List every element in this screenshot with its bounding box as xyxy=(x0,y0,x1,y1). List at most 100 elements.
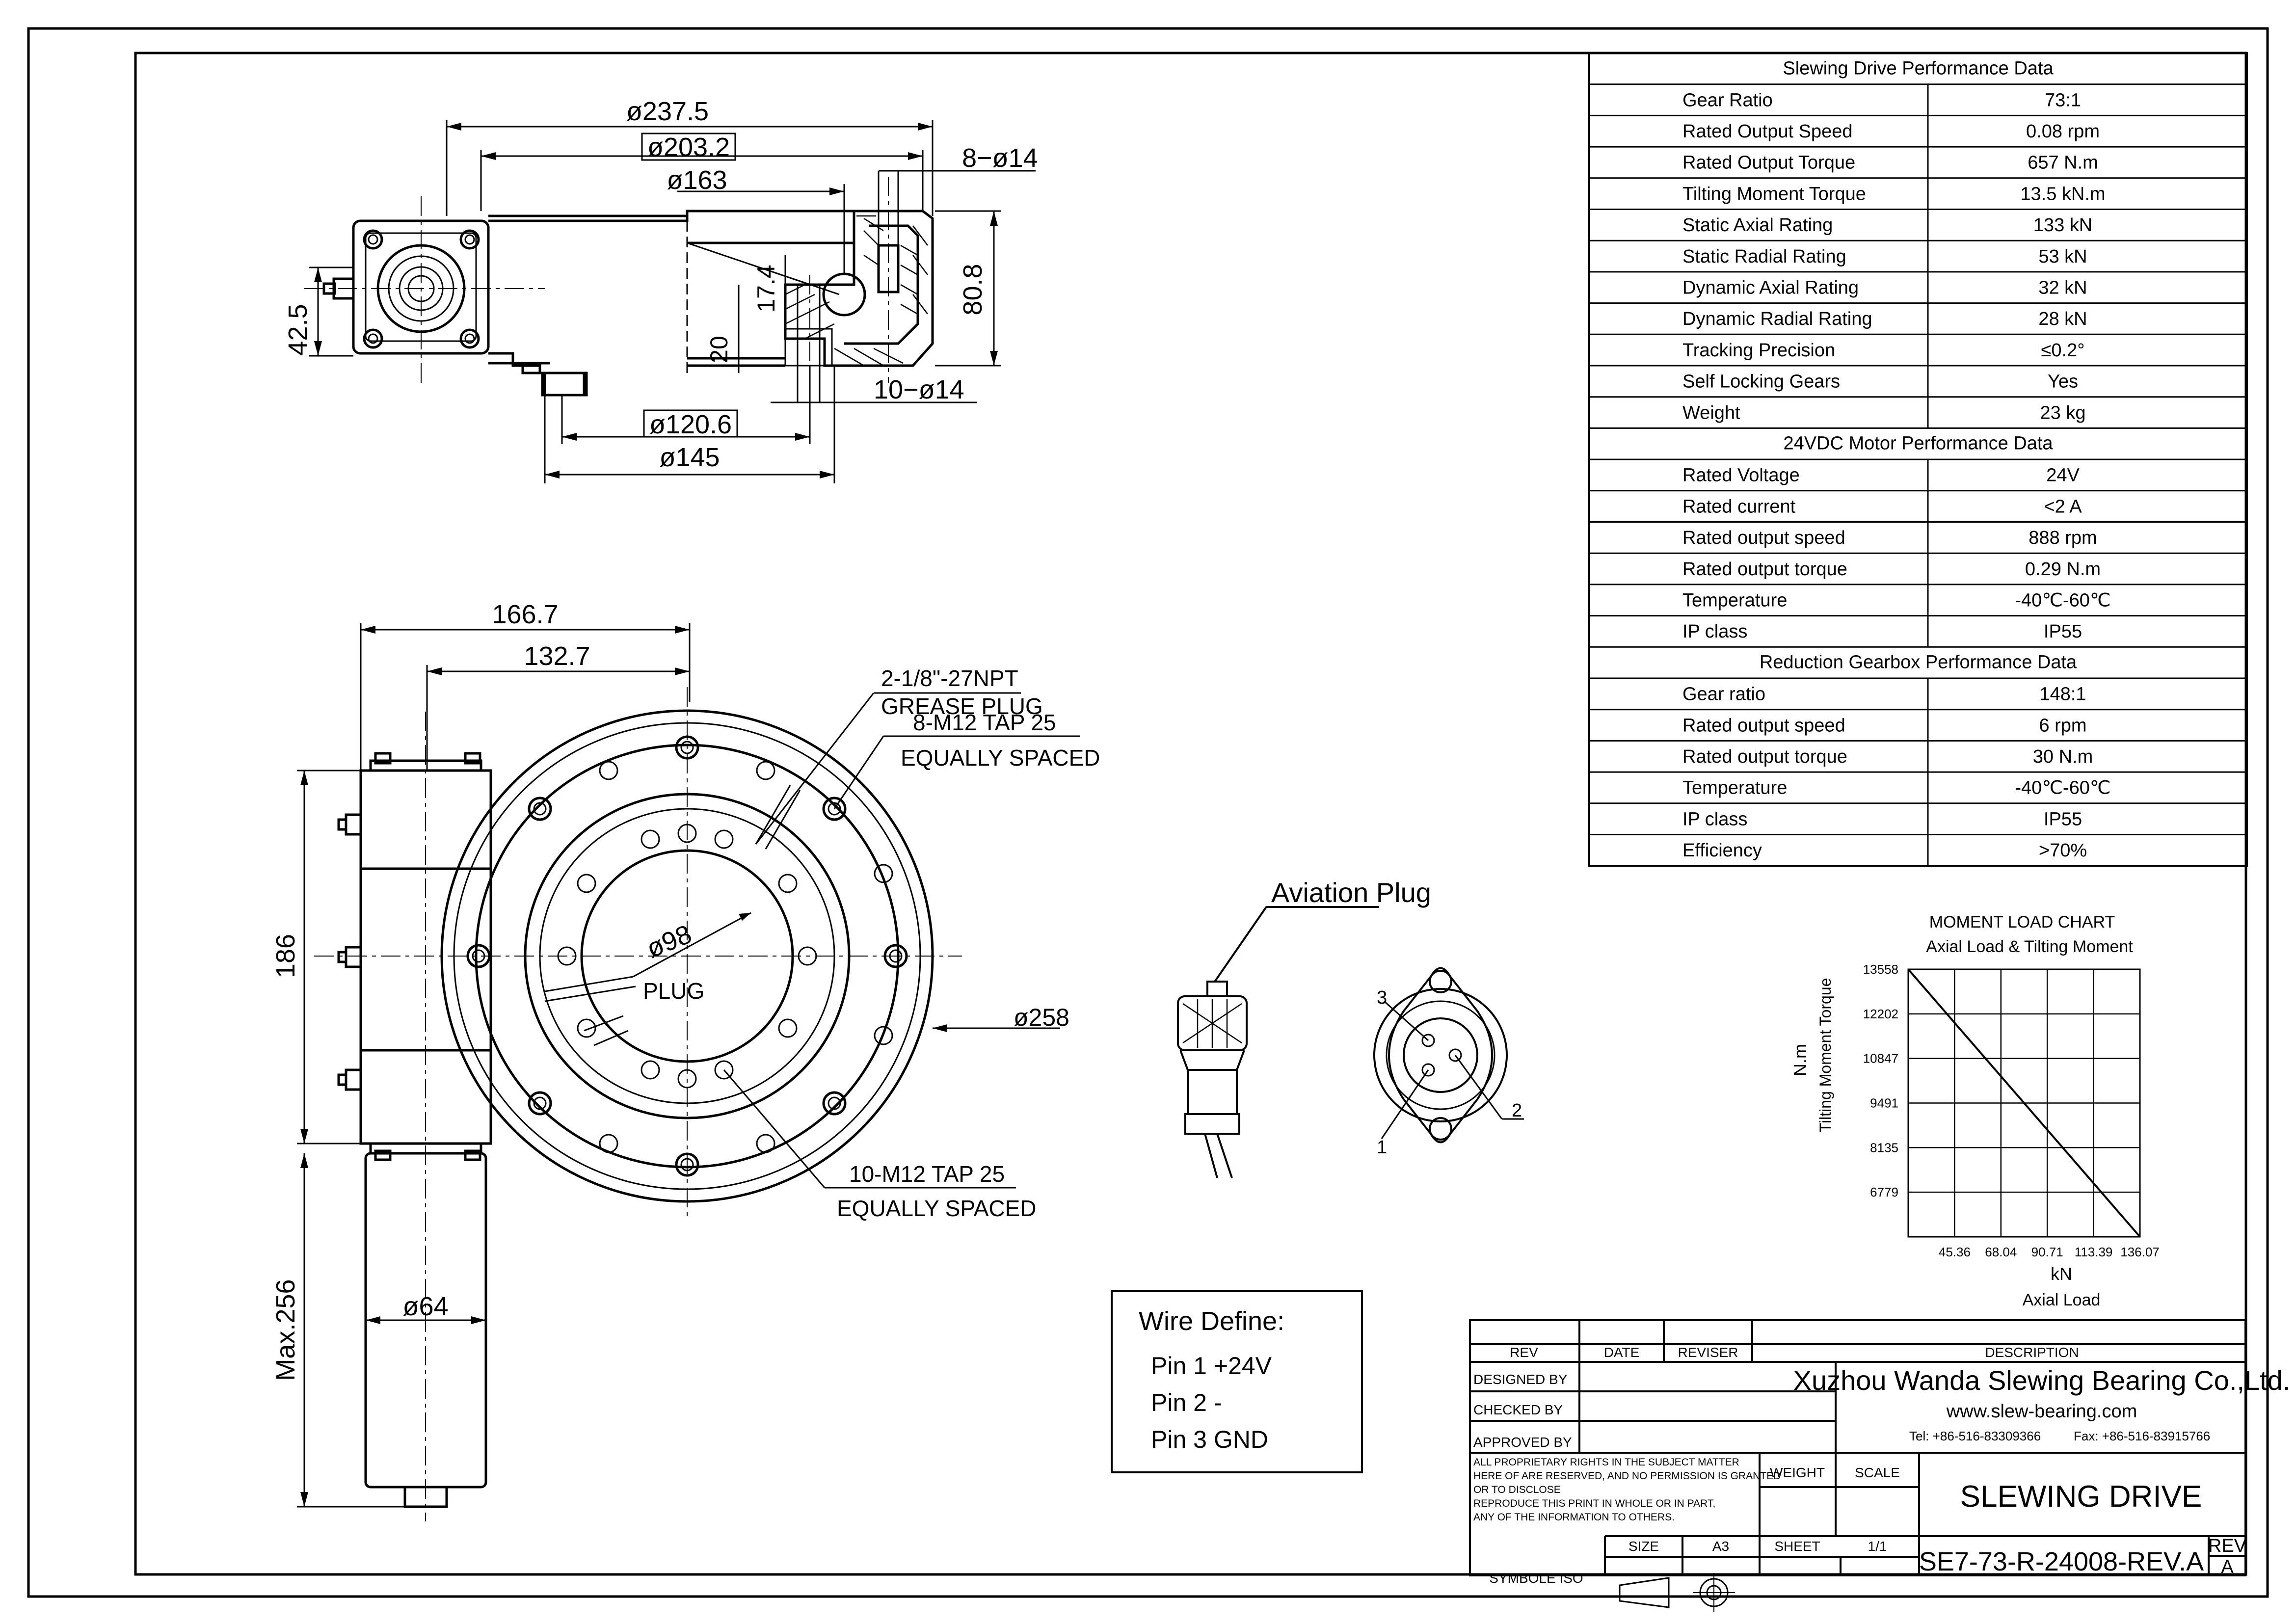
table-row-label: Weight xyxy=(1682,402,1740,423)
tb-checked: CHECKED BY xyxy=(1473,1402,1563,1417)
front-dimension-labels: 166.7 132.7 186 Max.256 ø64 ø98 ø258 PLU… xyxy=(271,600,1100,1381)
tb-size-label: SIZE xyxy=(1629,1539,1659,1554)
dim-d203: ø203.2 xyxy=(647,133,730,162)
dim-hmax: Max.256 xyxy=(271,1279,300,1381)
moment-load-chart: MOMENT LOAD CHART Axial Load & Tilting M… xyxy=(1790,913,2160,1309)
table-row-value: 73:1 xyxy=(2045,90,2081,110)
table-row-label: Rated Voltage xyxy=(1682,465,1800,486)
note-8tap-2: EQUALLY SPACED xyxy=(901,745,1100,771)
chart-x-tick: 90.71 xyxy=(2031,1245,2063,1259)
table-row-label: Rated output torque xyxy=(1682,559,1847,580)
dim-d163: ø163 xyxy=(667,165,727,195)
table-row-value: IP55 xyxy=(2044,621,2082,642)
outer-border xyxy=(27,27,2269,1598)
table-row-value: 24V xyxy=(2046,465,2080,486)
aviation-plug: Aviation Plug 3 2 1 xyxy=(1177,877,1524,1178)
side-view xyxy=(304,177,934,407)
chart-y-tick: 9491 xyxy=(1870,1095,1898,1110)
front-view xyxy=(314,687,962,1521)
table-row-label: Rated Output Torque xyxy=(1682,153,1855,173)
table-row-value: -40℃-60℃ xyxy=(2015,590,2110,611)
table-section-title: Slewing Drive Performance Data xyxy=(1783,58,2054,79)
table-row-value: 888 rpm xyxy=(2029,528,2097,548)
table-row-value: Yes xyxy=(2048,372,2078,392)
chart-x-tick: 45.36 xyxy=(1939,1245,1971,1259)
table-row-value: IP55 xyxy=(2044,809,2082,829)
dim-d237: ø237.5 xyxy=(626,97,709,126)
tb-rev-label: REV xyxy=(2208,1536,2247,1556)
table-row-label: Gear Ratio xyxy=(1682,90,1773,110)
tb-fax: Fax: +86-516-83915766 xyxy=(2074,1429,2210,1443)
table-row-label: Tracking Precision xyxy=(1682,340,1835,361)
title-block xyxy=(1469,1319,2246,1612)
tb-rights-4: REPRODUCE THIS PRINT IN WHOLE OR IN PART… xyxy=(1473,1498,1715,1509)
dim-h425: 42.5 xyxy=(283,304,313,355)
chart-ylabel: N.m xyxy=(1790,1044,1810,1076)
table-row-label: Efficiency xyxy=(1682,840,1762,861)
table-row-label: IP class xyxy=(1682,809,1747,829)
chart-y-tick: 6779 xyxy=(1870,1185,1898,1199)
wire-define-title: Wire Define: xyxy=(1139,1306,1284,1336)
table-row-value: 13.5 kN.m xyxy=(2020,184,2105,204)
table-row-value: 30 N.m xyxy=(2033,746,2093,767)
pin-label-2: 2 xyxy=(1512,1100,1522,1121)
tb-rev-value: A xyxy=(2221,1557,2234,1577)
chart-subtitle: Axial Load & Tilting Moment xyxy=(1926,937,2133,956)
dim-d145: ø145 xyxy=(659,443,720,472)
chart-series-line xyxy=(1907,968,2141,1238)
tb-scale: SCALE xyxy=(1855,1465,1900,1480)
chart-x-tick: 136.07 xyxy=(2120,1245,2160,1259)
dim-w1667: 166.7 xyxy=(492,600,558,629)
front-arrowheads xyxy=(300,626,947,1507)
front-dimensions xyxy=(297,623,1080,1508)
note-10tap-2: EQUALLY SPACED xyxy=(837,1196,1037,1221)
table-row-value: 23 kg xyxy=(2040,402,2086,423)
table-row-label: Rated Output Speed xyxy=(1682,121,1852,142)
table-row-value: 0.29 N.m xyxy=(2025,559,2101,580)
side-arrowheads xyxy=(314,123,998,479)
tb-col-description: DESCRIPTION xyxy=(1985,1345,2079,1360)
tb-approved: APPROVED BY xyxy=(1473,1435,1572,1450)
chart-y-tick: 8135 xyxy=(1870,1140,1898,1155)
table-row-label: Static Axial Rating xyxy=(1682,215,1833,236)
wire-pin-3: Pin 3 GND xyxy=(1151,1426,1268,1453)
mid-holes xyxy=(599,761,893,1153)
table-row-label: Dynamic Radial Rating xyxy=(1682,309,1872,329)
chart-xlabel2: Axial Load xyxy=(2023,1291,2101,1309)
tb-rights-2: HERE OF ARE RESERVED, AND NO PERMISSION … xyxy=(1473,1470,1781,1482)
table-row-label: Temperature xyxy=(1682,590,1787,611)
table-section-title: Reduction Gearbox Performance Data xyxy=(1760,652,2077,673)
wire-pin-2: Pin 2 - xyxy=(1151,1389,1222,1416)
tb-symbole: SYMBOLE ISO xyxy=(1489,1571,1583,1586)
tb-col-date: DATE xyxy=(1604,1345,1640,1360)
table-row-label: Rated output speed xyxy=(1682,528,1845,548)
note-8tap-1: 8-M12 TAP 25 xyxy=(913,710,1056,735)
dim-d1206: ø120.6 xyxy=(649,410,732,439)
side-dimensions xyxy=(309,120,1036,483)
tb-rights-5: ANY OF THE INFORMATION TO OTHERS. xyxy=(1473,1512,1675,1523)
dim-h20: 20 xyxy=(705,336,733,363)
dim-d64: ø64 xyxy=(402,1292,448,1321)
side-dimension-labels: ø237.5 ø203.2 ø163 8−ø14 80.8 42.5 17.4 … xyxy=(283,97,1038,472)
note-grease-2: GREASE PLUG xyxy=(881,693,1043,719)
table-row-label: Rated output speed xyxy=(1682,715,1845,736)
dim-d258: ø258 xyxy=(1014,1004,1069,1031)
chart-ylabel2: Tilting Moment Torque xyxy=(1816,978,1834,1133)
tb-col-reviser: REVISER xyxy=(1678,1345,1738,1360)
table-section-title: 24VDC Motor Performance Data xyxy=(1783,433,2053,454)
wire-pin-1: Pin 1 +24V xyxy=(1151,1352,1272,1380)
table-row-value: 53 kN xyxy=(2038,246,2087,267)
chart-x-tick: 113.39 xyxy=(2075,1245,2113,1259)
table-row-label: Static Radial Rating xyxy=(1682,246,1846,267)
chart-y-tick: 12202 xyxy=(1863,1007,1898,1021)
dim-h186: 186 xyxy=(271,934,300,978)
tb-rights-3: OR TO DISCLOSE xyxy=(1473,1484,1561,1495)
table-row-value: 657 N.m xyxy=(2028,153,2098,173)
table-row-value: 28 kN xyxy=(2038,309,2087,329)
tb-designed: DESIGNED BY xyxy=(1473,1372,1568,1387)
pin-label-3: 3 xyxy=(1377,987,1387,1008)
dim-10-holes: 10−ø14 xyxy=(874,375,964,404)
